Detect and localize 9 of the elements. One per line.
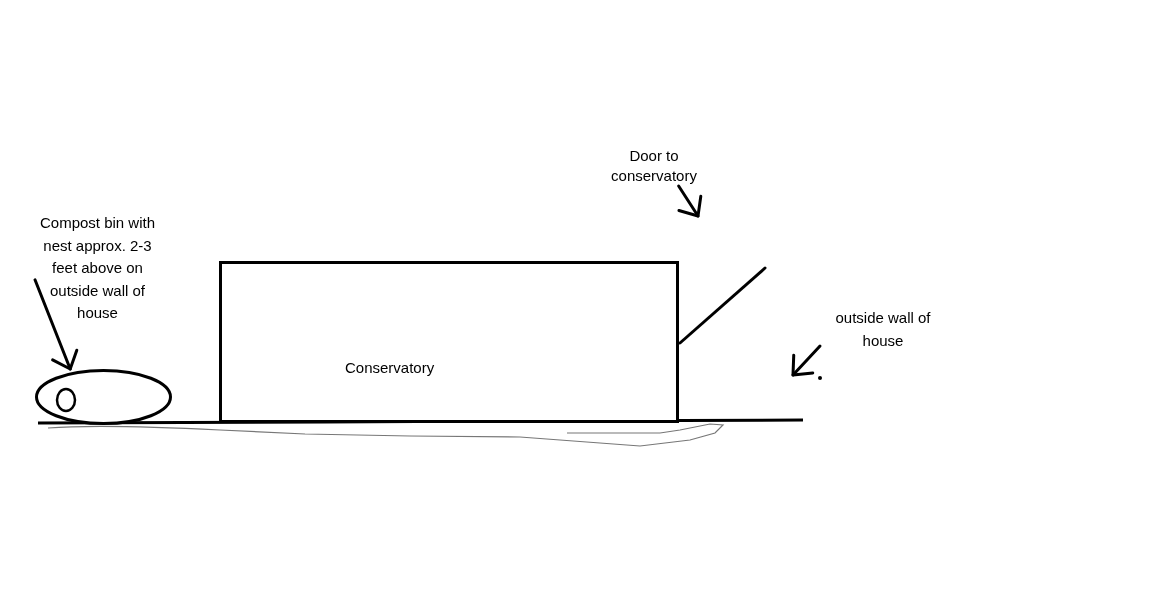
annotation-text: Compost bin with nest approx. 2-3 feet above on outside wall of house: [35, 212, 160, 325]
annotation-text: Door to conservatory: [598, 146, 710, 186]
annotation-text: outside wall of house: [820, 307, 946, 353]
arrow: [33, 278, 79, 371]
conservatory-box: [219, 261, 679, 423]
compost-bin: [35, 369, 172, 425]
arrow: [791, 344, 822, 377]
box-label: Conservatory: [345, 359, 435, 376]
arrow: [677, 184, 703, 218]
